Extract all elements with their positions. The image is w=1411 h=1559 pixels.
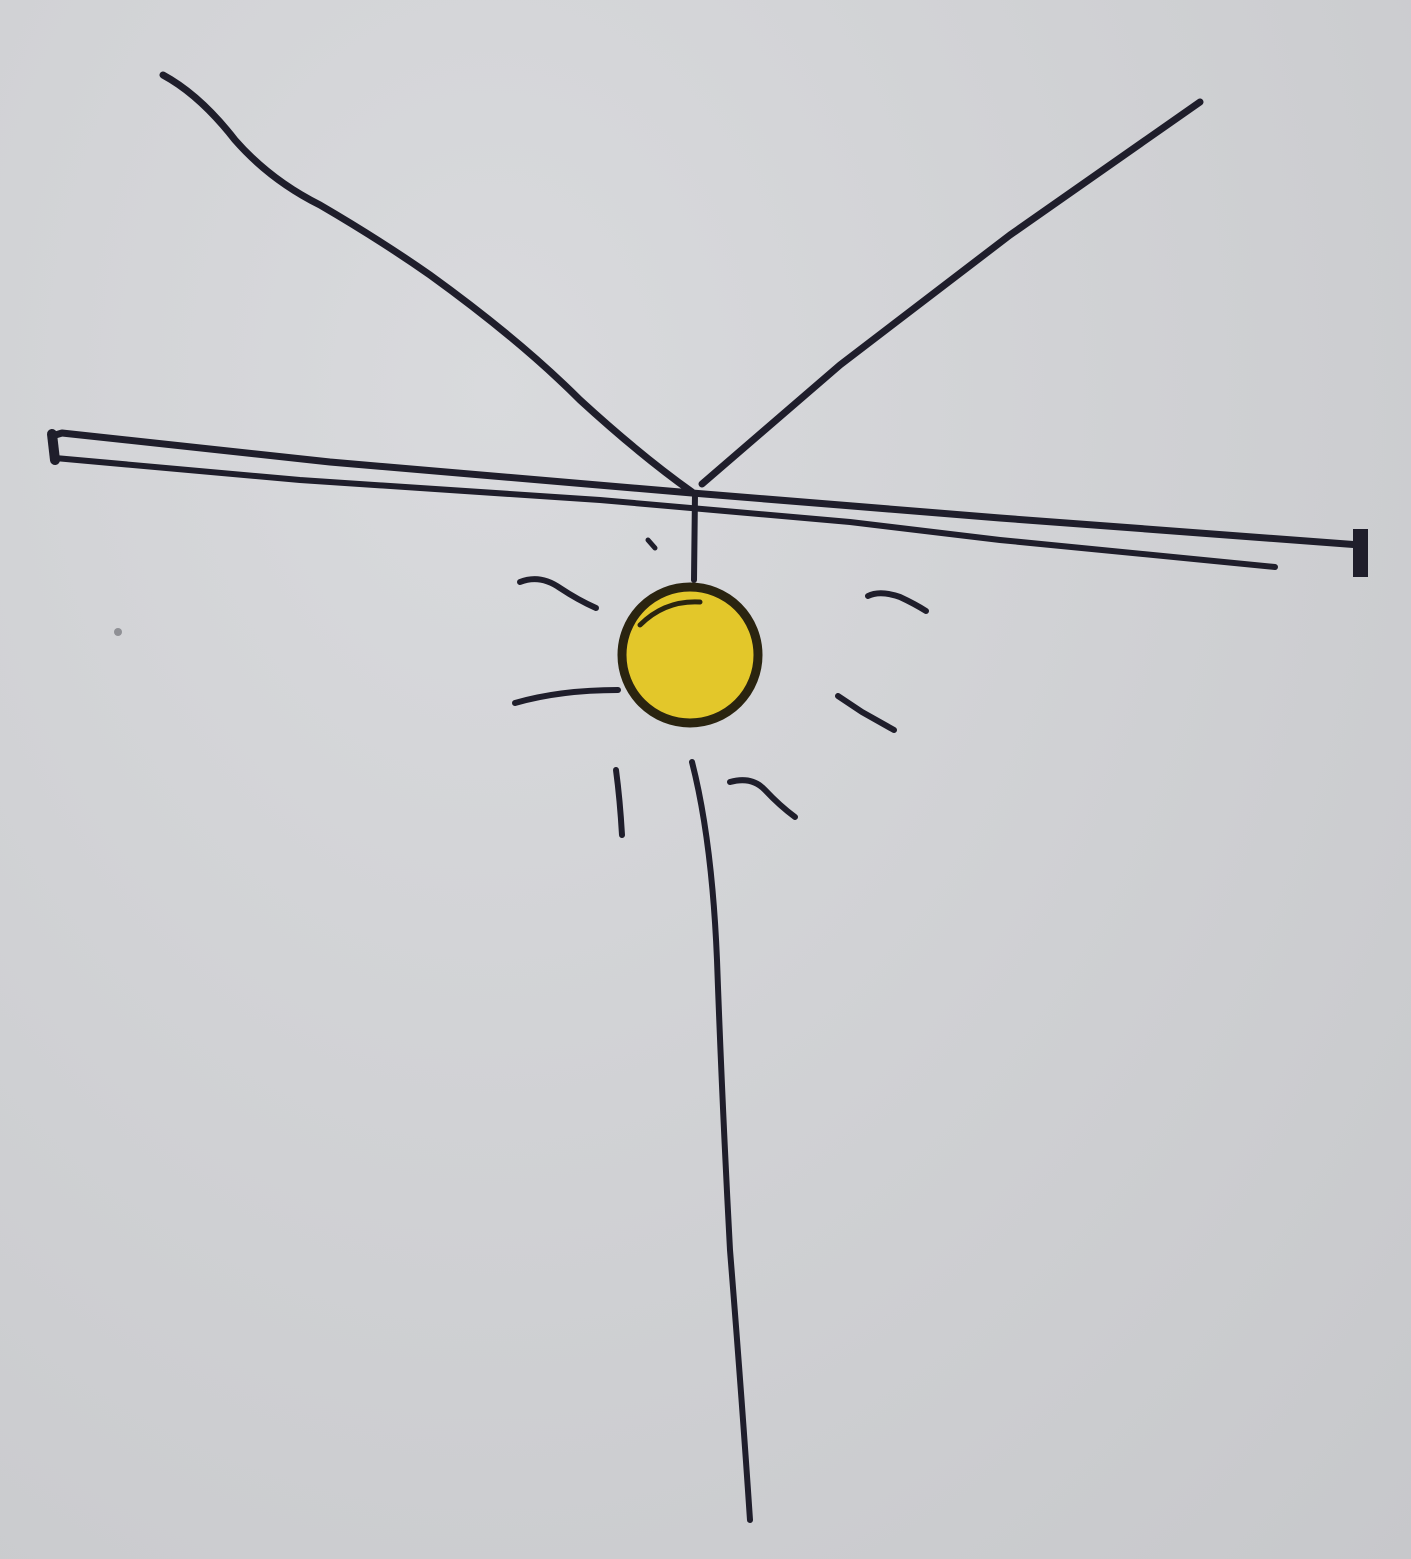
bulb-cord	[694, 493, 695, 580]
paper-speck	[114, 628, 122, 636]
right-suspension-wire	[702, 102, 1200, 484]
left-suspension-wire	[163, 75, 692, 492]
ink-dot	[648, 540, 655, 548]
light-bulb	[622, 587, 758, 723]
light-ray-lower-right	[730, 780, 795, 817]
light-ray-left	[515, 690, 618, 703]
bar-right-end-cap	[1353, 529, 1368, 577]
pull-cord	[692, 762, 750, 1520]
horizontal-bar-top	[52, 433, 1360, 545]
light-ray-lower-left	[616, 770, 622, 835]
light-ray-upper-right	[868, 593, 926, 611]
bar-left-end	[52, 434, 55, 460]
light-ray-upper-left	[520, 579, 596, 608]
light-ray-right	[838, 696, 894, 730]
